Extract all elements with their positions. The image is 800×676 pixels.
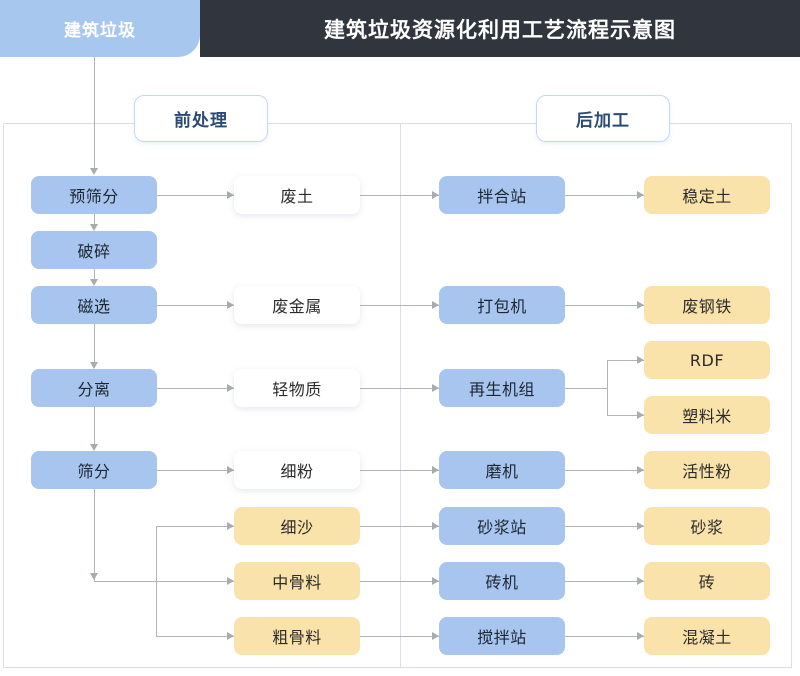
- arrowhead-baler: [432, 301, 439, 309]
- arrowhead-finepowder: [227, 466, 234, 474]
- node-brick-machine[interactable]: 砖机: [439, 562, 565, 600]
- arrowhead-mid-aggregate: [227, 577, 234, 585]
- node-rdf[interactable]: RDF: [644, 341, 770, 379]
- connector-midaggregate-brickmachine: [360, 581, 439, 582]
- connector-aggregate-bracket: [156, 526, 157, 637]
- arrowhead-brickmachine: [432, 577, 439, 585]
- arrowhead-crush-magnetic: [90, 279, 98, 286]
- connector-regen-fork-stem: [565, 388, 608, 389]
- node-active-powder[interactable]: 活性粉: [644, 451, 770, 489]
- arrowhead-mortarstation: [432, 522, 439, 530]
- arrowhead-screen-down: [90, 573, 98, 580]
- connector-wastemetal-baler: [360, 305, 439, 306]
- arrowhead-concretestation: [432, 632, 439, 640]
- arrowhead-rdf: [637, 356, 644, 364]
- arrowhead-coarse-aggregate: [227, 632, 234, 640]
- node-baler[interactable]: 打包机: [439, 286, 565, 324]
- node-stabilized-soil[interactable]: 稳定土: [644, 176, 770, 214]
- node-grinder[interactable]: 磨机: [439, 451, 565, 489]
- connector-screen-down: [94, 489, 95, 581]
- connector-branch-fine-sand: [156, 526, 234, 527]
- node-screening[interactable]: 筛分: [31, 451, 157, 489]
- header-tab: [0, 0, 200, 57]
- arrowhead-fine-sand: [227, 522, 234, 530]
- arrowhead-mortar: [637, 522, 644, 530]
- connector-mortarstation-mortar: [565, 526, 644, 527]
- connector-regen-rdf: [607, 360, 644, 361]
- connector-regen-plasticpellet: [607, 415, 644, 416]
- arrowhead-wastesoil: [227, 191, 234, 199]
- arrowhead-scrapsteel: [637, 301, 644, 309]
- arrowhead-magnetic-separate: [90, 362, 98, 369]
- connector-grinder-activepowder: [565, 470, 644, 471]
- connector-feed: [94, 57, 95, 170]
- section-label-pre-processing: 前处理: [134, 95, 268, 142]
- node-plastic-pellet[interactable]: 塑料米: [644, 396, 770, 434]
- arrowhead-separate-screen: [90, 444, 98, 451]
- connector-prescreen-crush: [94, 214, 95, 226]
- connector-baler-scrapsteel: [565, 305, 644, 306]
- connector-separate-lightmatter: [157, 388, 234, 389]
- connector-separate-screen: [94, 407, 95, 445]
- connector-concretestation-concrete: [565, 636, 644, 637]
- arrowhead-wastemetal: [227, 301, 234, 309]
- arrowhead-plasticpellet: [637, 411, 644, 419]
- node-fine-sand[interactable]: 细沙: [234, 507, 360, 545]
- node-waste-metal[interactable]: 废金属: [234, 286, 360, 324]
- connector-regen-fork-riser: [607, 360, 608, 416]
- connector-magnetic-separate: [94, 324, 95, 364]
- node-mid-aggregate[interactable]: 中骨料: [234, 562, 360, 600]
- node-concrete[interactable]: 混凝土: [644, 617, 770, 655]
- arrowhead-prescreen-crush: [90, 224, 98, 231]
- node-regeneration-unit[interactable]: 再生机组: [439, 369, 565, 407]
- node-fine-powder[interactable]: 细粉: [234, 451, 360, 489]
- arrowhead-brick: [637, 577, 644, 585]
- connector-mixing-stabilizedsoil: [565, 195, 644, 196]
- node-coarse-aggregate[interactable]: 粗骨料: [234, 617, 360, 655]
- diagram-container: [3, 123, 792, 668]
- stage-divider: [400, 123, 401, 668]
- connector-branch-coarse-aggregate: [156, 636, 234, 637]
- arrowhead-concrete: [637, 632, 644, 640]
- arrowhead-regen: [432, 384, 439, 392]
- node-brick[interactable]: 砖: [644, 562, 770, 600]
- arrowhead-feed: [90, 168, 98, 175]
- connector-finesand-mortarstation: [360, 526, 439, 527]
- node-waste-soil[interactable]: 废土: [234, 176, 360, 214]
- section-label-post-processing: 后加工: [536, 95, 670, 142]
- connector-brickmachine-brick: [565, 581, 644, 582]
- connector-screen-trunk: [94, 581, 234, 582]
- connector-crush-magnetic: [94, 269, 95, 281]
- node-separation[interactable]: 分离: [31, 369, 157, 407]
- header-tab-label: 建筑垃圾: [64, 21, 136, 41]
- arrowhead-grinder: [432, 466, 439, 474]
- node-light-matter[interactable]: 轻物质: [234, 369, 360, 407]
- connector-lightmatter-regen: [360, 388, 439, 389]
- page-title: 建筑垃圾资源化利用工艺流程示意图: [324, 17, 676, 42]
- node-crush[interactable]: 破碎: [31, 231, 157, 269]
- node-scrap-steel[interactable]: 废钢铁: [644, 286, 770, 324]
- arrowhead-lightmatter: [227, 384, 234, 392]
- connector-prescreen-wastesoil: [157, 195, 234, 196]
- node-concrete-station[interactable]: 搅拌站: [439, 617, 565, 655]
- arrowhead-stabilizedsoil: [637, 191, 644, 199]
- connector-finepowder-grinder: [360, 470, 439, 471]
- arrowhead-mixing: [432, 191, 439, 199]
- node-magnetic-separation[interactable]: 磁选: [31, 286, 157, 324]
- node-mortar[interactable]: 砂浆: [644, 507, 770, 545]
- connector-coarseaggregate-concretestation: [360, 636, 439, 637]
- node-mortar-station[interactable]: 砂浆站: [439, 507, 565, 545]
- connector-magnetic-wastemetal: [157, 305, 234, 306]
- node-pre-screen[interactable]: 预筛分: [31, 176, 157, 214]
- connector-screen-finepowder: [157, 470, 234, 471]
- connector-wastesoil-mixing: [360, 195, 439, 196]
- node-mixing-station[interactable]: 拌合站: [439, 176, 565, 214]
- arrowhead-activepowder: [637, 466, 644, 474]
- header-bar: [200, 0, 800, 57]
